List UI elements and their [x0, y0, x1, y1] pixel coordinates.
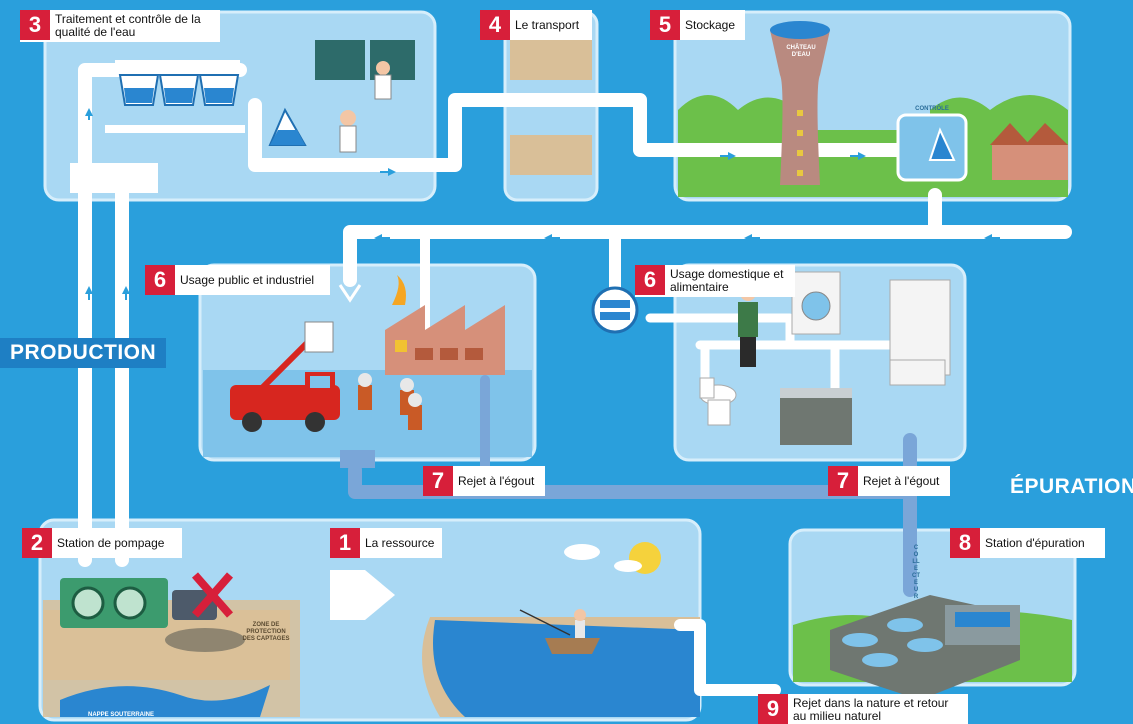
step-number: 8	[950, 528, 980, 558]
step-text: Station de pompage	[57, 536, 165, 550]
step-label-treatment: 3 Traitement et contrôle de la qualité d…	[20, 10, 220, 42]
step-number: 3	[20, 10, 50, 40]
epuration-label: ÉPURATION	[1000, 472, 1133, 502]
step-label-public-use: 6 Usage public et industriel	[145, 265, 330, 295]
step-number: 9	[758, 694, 788, 724]
panel-resource	[38, 518, 702, 722]
step-label-pumping-station: 2 Station de pompage	[22, 528, 182, 558]
step-number: 2	[22, 528, 52, 558]
step-label-treatment-plant: 8 Station d'épuration	[950, 528, 1105, 558]
step-label-sewer-discharge-2: 7 Rejet à l'égout	[828, 466, 950, 496]
step-label-sewer-discharge-1: 7 Rejet à l'égout	[423, 466, 545, 496]
fire-truck	[230, 321, 340, 432]
river-scene	[330, 542, 661, 654]
sewer-collector-caption: COLLECTEUR	[912, 545, 920, 600]
treatment-tanks	[105, 40, 415, 153]
step-text: Rejet à l'égout	[863, 474, 940, 488]
step-label-domestic-use: 6 Usage domestique et alimentaire	[635, 265, 795, 297]
step-number: 5	[650, 10, 680, 40]
water-tower-caption: CHÂTEAU D'EAU	[786, 45, 816, 58]
step-text: Station d'épuration	[985, 536, 1085, 550]
clean-water-pipes	[70, 63, 1072, 696]
step-number: 1	[330, 528, 360, 558]
step-text: Rejet dans la nature et retour au milieu…	[793, 696, 949, 723]
production-label: PRODUCTION	[0, 338, 167, 368]
step-text: Le transport	[515, 18, 580, 32]
step-label-transport: 4 Le transport	[480, 10, 592, 40]
water-meter	[591, 286, 639, 334]
step-text: Usage public et industriel	[180, 273, 315, 287]
step-number: 7	[828, 466, 858, 496]
protection-zone-caption: ZONE DE PROTECTION DES CAPTAGES	[242, 622, 290, 642]
water-tower	[770, 21, 1068, 185]
step-text: Usage domestique et alimentaire	[670, 267, 784, 294]
step-number: 4	[480, 10, 510, 40]
pumping-station	[60, 572, 245, 652]
step-number: 6	[145, 265, 175, 295]
drain-grate	[340, 450, 375, 468]
control-caption: CONTRÔLE	[915, 106, 949, 112]
step-number: 7	[423, 466, 453, 496]
step-label-resource: 1 La ressource	[330, 528, 442, 558]
step-text: Traitement et contrôle de la qualité de …	[55, 12, 201, 39]
household-appliances	[699, 271, 951, 445]
step-text: Rejet à l'égout	[458, 474, 535, 488]
factory	[385, 275, 505, 375]
step-text: Stockage	[685, 18, 736, 32]
step-label-return-to-nature: 9 Rejet dans la nature et retour au mili…	[758, 694, 968, 724]
step-text: La ressource	[365, 536, 435, 550]
firefighters	[358, 373, 422, 430]
step-number: 6	[635, 265, 665, 295]
treatment-plant	[830, 595, 1020, 700]
groundwater-caption: NAPPE SOUTERRAINE	[87, 712, 154, 718]
step-label-storage: 5 Stockage	[650, 10, 745, 40]
flow-arrows	[85, 108, 1000, 300]
